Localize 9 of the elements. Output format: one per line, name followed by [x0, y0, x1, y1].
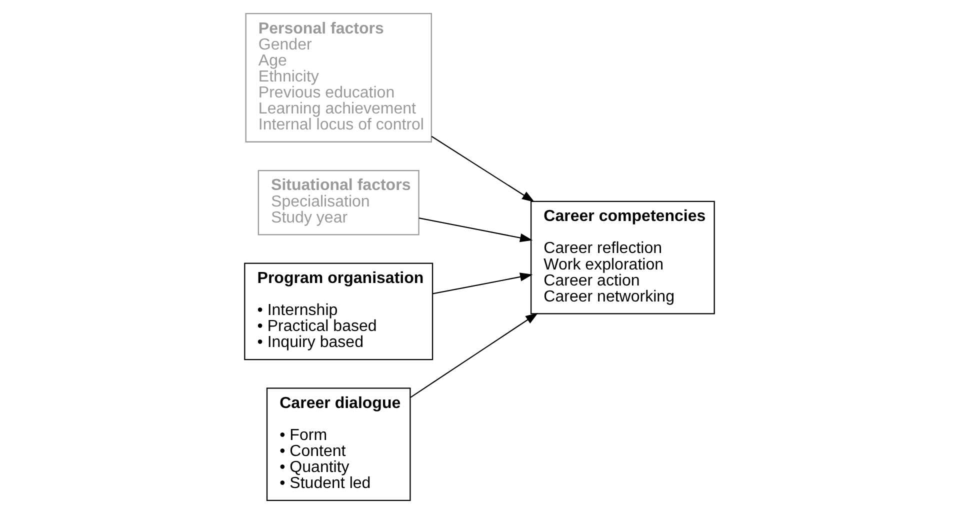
node-box: Program organisation • Internship • Practical based • Inquiry based — [244, 262, 434, 360]
node-box: Career dialogue • Form • Content • Quantity • Student led — [266, 387, 411, 500]
node-box: Situational factors Specialisation Study year — [258, 169, 420, 235]
node-box: Career competencies Career reflection Work exploration Career action Career networking — [530, 200, 715, 314]
arrow — [410, 312, 538, 398]
arrow — [431, 135, 535, 202]
node-box: Personal factors Gender Age Ethnicity Previous education Learning achievement Internal locus of control — [245, 12, 432, 142]
arrow — [418, 217, 533, 242]
arrow — [432, 272, 533, 294]
